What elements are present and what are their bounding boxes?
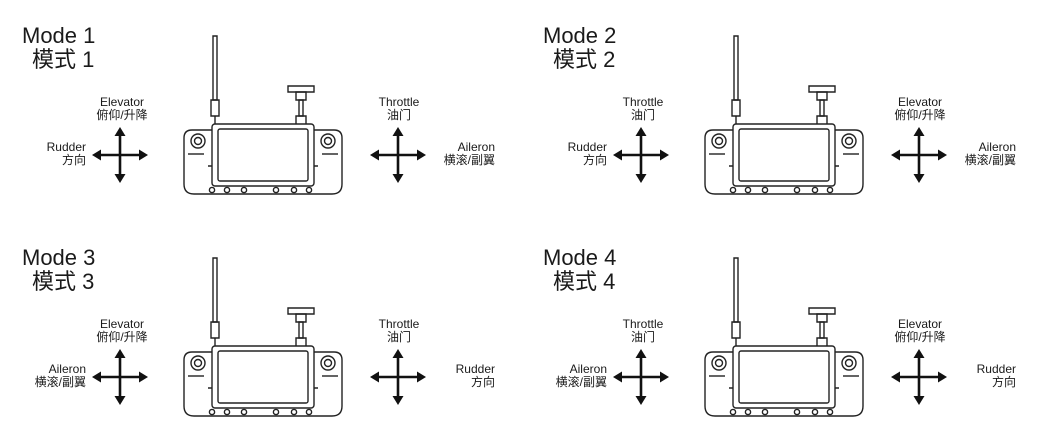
mode-title-en: Mode 3 (22, 245, 96, 270)
right-horizontal-label-cn: 横滚/副翼 (443, 153, 495, 167)
left-vertical-label: Throttle 油门 (598, 96, 688, 122)
left-vertical-label-cn: 俯仰/升降 (96, 108, 148, 122)
left-vertical-label-en: Elevator (99, 95, 145, 109)
mode-2-panel: Mode 2 模式 2 Throttle 油门 Rudder 方向 Elevat… (521, 0, 1042, 222)
mode-title: Mode 2 模式 2 (543, 24, 616, 72)
right-vertical-label-en: Throttle (378, 317, 420, 331)
left-horizontal-label-en: Rudder (46, 140, 86, 154)
mode-title-cn: 模式 3 (32, 269, 95, 294)
mode-title-en: Mode 2 (543, 23, 617, 48)
right-vertical-label: Elevator 俯仰/升降 (875, 96, 965, 122)
remote-controller-illustration (178, 34, 348, 198)
left-horizontal-label: Aileron 横滚/副翼 (6, 363, 86, 389)
left-horizontal-label-cn: 横滚/副翼 (555, 375, 607, 389)
right-horizontal-label: Rudder 方向 (936, 363, 1016, 389)
right-horizontal-label-cn: 方向 (470, 375, 495, 389)
left-stick-direction-arrows-icon (92, 127, 148, 183)
right-vertical-label: Throttle 油门 (354, 318, 444, 344)
mode-1-panel: Mode 1 模式 1 Elevator 俯仰/升降 Rudder 方向 Thr… (0, 0, 521, 222)
right-horizontal-label-cn: 横滚/副翼 (964, 153, 1016, 167)
right-horizontal-label-cn: 方向 (991, 375, 1016, 389)
right-horizontal-label: Rudder 方向 (415, 363, 495, 389)
mode-4-panel: Mode 4 模式 4 Throttle 油门 Aileron 横滚/副翼 El… (521, 222, 1042, 444)
mode-3-panel: Mode 3 模式 3 Elevator 俯仰/升降 Aileron 横滚/副翼… (0, 222, 521, 444)
left-horizontal-label-en: Aileron (569, 362, 607, 376)
mode-title: Mode 1 模式 1 (22, 24, 95, 72)
right-horizontal-label-en: Aileron (978, 140, 1016, 154)
right-vertical-label-en: Throttle (378, 95, 420, 109)
right-vertical-label-en: Elevator (897, 317, 943, 331)
mode-title-cn: 模式 2 (553, 47, 616, 72)
left-vertical-label-cn: 油门 (630, 330, 655, 344)
right-vertical-label-en: Elevator (897, 95, 943, 109)
right-vertical-label-cn: 油门 (386, 108, 411, 122)
right-vertical-label-cn: 俯仰/升降 (894, 330, 946, 344)
left-vertical-label: Elevator 俯仰/升降 (77, 96, 167, 122)
left-vertical-label-en: Elevator (99, 317, 145, 331)
right-horizontal-label: Aileron 横滚/副翼 (415, 141, 495, 167)
right-horizontal-label: Aileron 横滚/副翼 (936, 141, 1016, 167)
left-vertical-label-en: Throttle (622, 317, 664, 331)
left-stick-direction-arrows-icon (92, 349, 148, 405)
remote-controller-illustration (699, 256, 869, 420)
right-vertical-label-cn: 俯仰/升降 (894, 108, 946, 122)
left-horizontal-label: Rudder 方向 (527, 141, 607, 167)
left-vertical-label-en: Throttle (622, 95, 664, 109)
mode-title: Mode 3 模式 3 (22, 246, 95, 294)
left-stick-direction-arrows-icon (613, 349, 669, 405)
left-stick-direction-arrows-icon (613, 127, 669, 183)
right-horizontal-label-en: Rudder (976, 362, 1016, 376)
mode-title-en: Mode 4 (543, 245, 617, 270)
remote-controller-illustration (699, 34, 869, 198)
right-vertical-label: Elevator 俯仰/升降 (875, 318, 965, 344)
remote-controller-illustration (178, 256, 348, 420)
right-horizontal-label-en: Aileron (457, 140, 495, 154)
right-vertical-label-cn: 油门 (386, 330, 411, 344)
left-vertical-label: Elevator 俯仰/升降 (77, 318, 167, 344)
mode-title-en: Mode 1 (22, 23, 96, 48)
left-horizontal-label: Rudder 方向 (6, 141, 86, 167)
mode-title: Mode 4 模式 4 (543, 246, 616, 294)
left-vertical-label-cn: 俯仰/升降 (96, 330, 148, 344)
left-horizontal-label: Aileron 横滚/副翼 (527, 363, 607, 389)
left-horizontal-label-en: Aileron (48, 362, 86, 376)
left-horizontal-label-cn: 方向 (61, 153, 86, 167)
left-horizontal-label-en: Rudder (567, 140, 607, 154)
mode-title-cn: 模式 4 (553, 269, 616, 294)
left-horizontal-label-cn: 方向 (582, 153, 607, 167)
left-horizontal-label-cn: 横滚/副翼 (34, 375, 86, 389)
mode-title-cn: 模式 1 (32, 47, 95, 72)
right-vertical-label: Throttle 油门 (354, 96, 444, 122)
left-vertical-label-cn: 油门 (630, 108, 655, 122)
left-vertical-label: Throttle 油门 (598, 318, 688, 344)
right-horizontal-label-en: Rudder (455, 362, 495, 376)
